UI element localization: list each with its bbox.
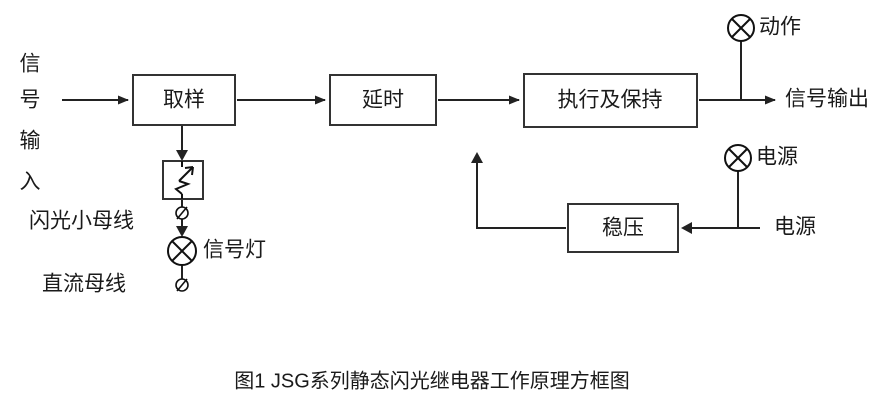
label-signal-input: 信 号 输 入: [20, 53, 41, 194]
signal-input-char-1: 信: [20, 53, 41, 76]
block-execute-label: 执行及保持: [558, 89, 663, 112]
signal-input-char-2: 号: [20, 89, 41, 112]
relay-contact-box-icon: [162, 160, 204, 200]
wire-power-to-regulator: [681, 171, 760, 234]
figure-caption: 图1 JSG系列静态闪光继电器工作原理方框图: [234, 369, 630, 392]
block-sampling-label: 取样: [163, 89, 205, 112]
block-regulator[interactable]: 稳压: [567, 203, 679, 253]
block-sampling[interactable]: 取样: [132, 74, 236, 126]
label-power-source: 电源: [774, 216, 816, 239]
terminal-marker-lower-icon: [175, 278, 189, 292]
label-signal-output: 信号输出: [785, 88, 869, 111]
block-delay[interactable]: 延时: [329, 74, 437, 126]
block-execute[interactable]: 执行及保持: [523, 73, 698, 128]
block-regulator-label: 稳压: [602, 217, 644, 240]
label-dc-bus: 直流母线: [42, 273, 126, 296]
label-signal-lamp: 信号灯: [203, 239, 266, 262]
wire-execute-to-output: [699, 41, 776, 105]
block-delay-label: 延时: [362, 89, 404, 112]
signal-input-char-4: 入: [20, 171, 41, 194]
wire-contact-to-lamp: [176, 199, 188, 279]
signal-lamp-icon: [167, 236, 197, 266]
power-lamp-icon: [724, 144, 752, 172]
signal-input-char-3: 输: [20, 130, 41, 153]
terminal-marker-upper-icon: [175, 206, 189, 220]
wire-sampling-to-contact: [176, 125, 188, 161]
wire-regulator-feedback: [471, 152, 566, 229]
action-lamp-icon: [727, 14, 755, 42]
label-flash-bus: 闪光小母线: [29, 210, 134, 233]
label-action-lamp: 动作: [759, 16, 801, 39]
label-power-lamp: 电源: [756, 146, 798, 169]
